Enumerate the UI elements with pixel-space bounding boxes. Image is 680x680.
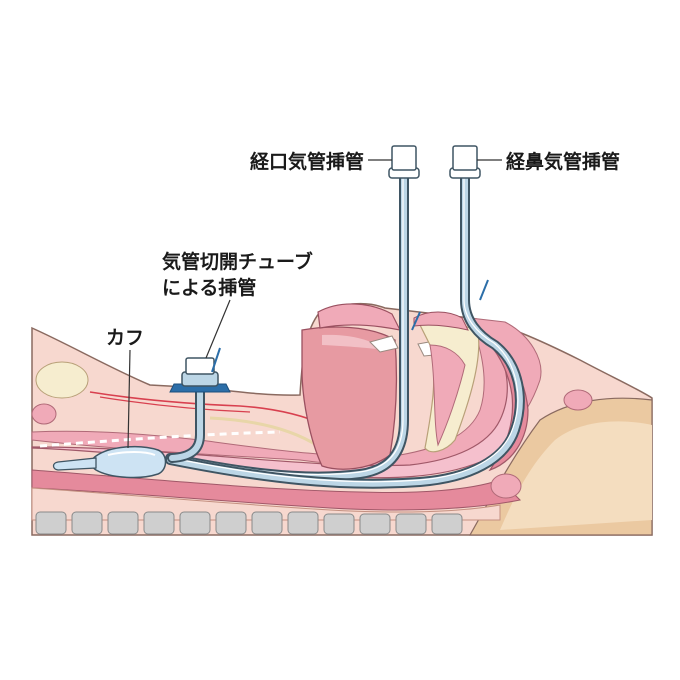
hyoid-line [209,416,319,448]
vertebra [359,513,391,535]
label-nasal-intubation: 経鼻気管挿管 [506,150,620,173]
nasal-tube [167,172,523,487]
label-oral-intubation: 経口気管挿管 [250,150,364,173]
vertebra [215,511,247,535]
vertebra [35,511,67,535]
anatomy [31,302,653,536]
oral-tube-connector [391,145,417,171]
laryngeal-cartilage [35,361,89,399]
vertebra [323,513,355,535]
nasal-membrane [429,344,466,447]
label-cuff: カフ [106,327,144,349]
mucosa-band [31,317,542,467]
red-vessel [89,391,326,426]
labels: 経口気管挿管 経鼻気管挿管 気管切開チューブ による挿管 カフ [106,150,620,349]
sinus-spot [563,389,593,411]
trach-pilot-line [211,347,221,373]
occipital-inner [500,421,652,530]
leader-trach [205,299,231,359]
oral-pilot-line [411,311,421,331]
tube-tip [52,457,97,471]
nasal-pilot-line [479,279,489,301]
pink-gland [31,403,57,425]
vertebra [251,511,283,535]
tracheal-rings [39,430,281,448]
leader-lines [127,159,502,449]
vertebra [395,513,427,535]
vertebrae [35,511,463,535]
lower-tissue [31,469,522,511]
vertebra [71,511,103,535]
label-tracheostomy-line2: による挿管 [162,276,256,299]
tubes [52,145,525,489]
tonsil [490,473,522,499]
leader-cuff [127,349,131,449]
vertebra [143,511,175,535]
tongue-highlight [322,334,385,350]
upper-teeth [369,335,399,353]
vertebra [107,511,139,535]
trach-tube [169,389,203,461]
red-vessel-2 [99,396,251,413]
nasal-tube-connector [452,145,478,171]
label-tracheostomy-line1: 気管切開チューブ [162,250,313,273]
vertebra [431,513,463,535]
vertebra [179,511,211,535]
cuff-highlight [107,451,156,456]
trach-connector [185,357,215,375]
vertebra [287,511,319,535]
nose-tip [413,311,469,331]
nasal-tube-line [171,178,519,483]
